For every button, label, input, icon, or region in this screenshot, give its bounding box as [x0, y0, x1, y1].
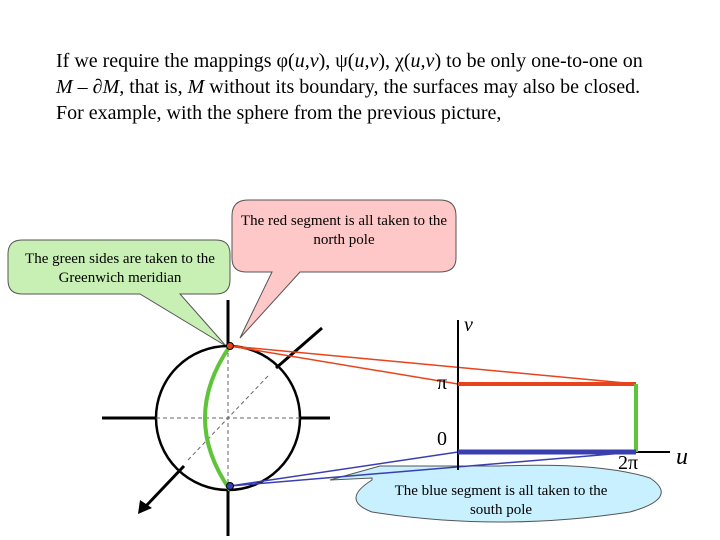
text-run: ), — [378, 50, 395, 72]
two-pi-tick-label: 2π — [618, 452, 639, 474]
text-run: ) to be only one-to-one on — [434, 50, 648, 72]
phi-symbol: φ( — [276, 50, 295, 72]
uv-italic: u,v — [410, 50, 435, 72]
arrowhead-sw-icon — [138, 500, 152, 514]
callout-green-bubble — [7, 239, 231, 347]
u-axis-label: u — [676, 444, 688, 470]
greenwich-meridian — [203, 344, 232, 492]
callout-green-text: The green sides are taken to the Greenwi… — [25, 251, 215, 286]
sphere-axis-sw-stub — [144, 464, 186, 508]
callout-blue-bubble — [329, 464, 662, 523]
psi-symbol: ψ( — [335, 50, 355, 72]
text-run: ), — [318, 50, 336, 72]
north-pole-dot — [226, 342, 234, 350]
callout-red-bubble — [231, 199, 457, 339]
south-pole-dot — [226, 482, 234, 490]
text-run: that is, — [124, 76, 188, 98]
text-run: If we require the mappings — [56, 50, 277, 72]
callout-blue-text: The blue segment is all taken to the sou… — [394, 483, 608, 518]
manifold-M: M — [56, 76, 73, 98]
sphere-axis-diagonal — [187, 375, 269, 461]
chi-symbol: χ( — [395, 50, 411, 72]
manifold-M: M — [187, 76, 205, 98]
south-pole-map-line-2 — [229, 451, 637, 487]
uv-italic: u,v — [294, 50, 319, 72]
sphere-axis-ne-stub — [275, 326, 323, 370]
uv-italic: u,v — [354, 50, 379, 72]
intro-paragraph: If we require the mappings φ(u,v), ψ(u,v… — [56, 48, 656, 126]
manifold-M: M, — [102, 76, 125, 98]
v-axis-label: v — [464, 314, 473, 336]
north-pole-map-line-2 — [229, 345, 637, 385]
south-pole-map-line-1 — [229, 451, 459, 487]
north-pole-map-line-1 — [229, 345, 459, 385]
text-run: without its boundary, the surfaces may a… — [56, 76, 646, 124]
callout-red-text: The red segment is all taken to the nort… — [240, 213, 448, 248]
zero-tick-label: 0 — [437, 428, 447, 450]
pi-tick-label: π — [437, 372, 448, 394]
boundary-operator: – ∂ — [72, 76, 103, 98]
